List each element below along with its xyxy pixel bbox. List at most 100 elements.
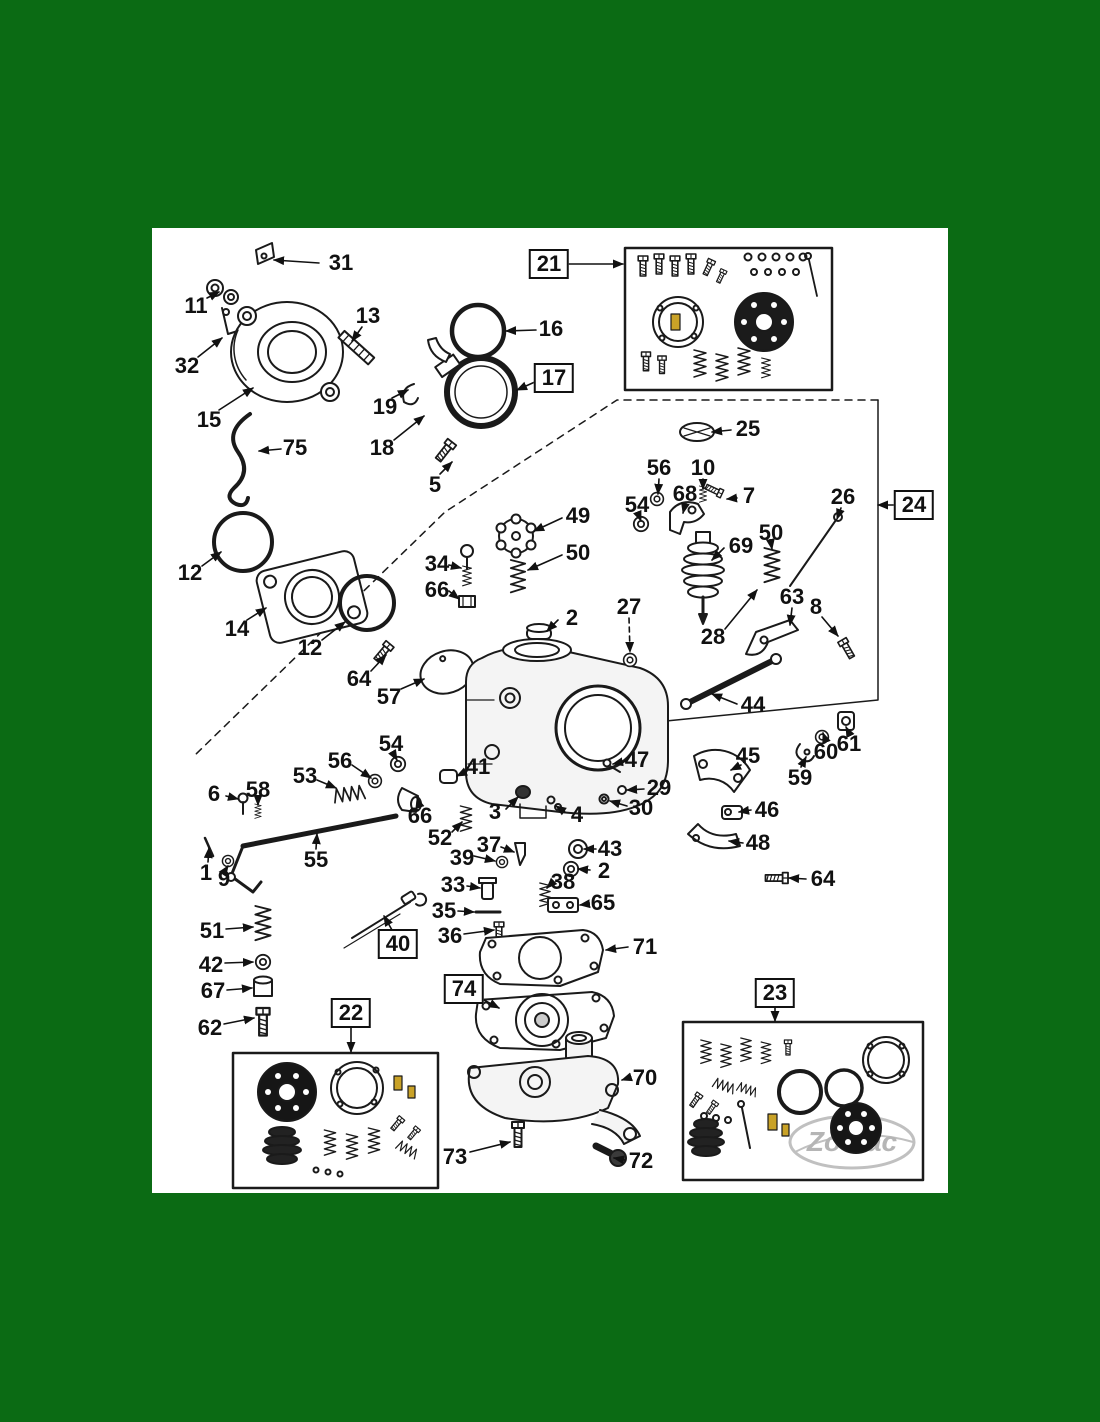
leader-line-25	[710, 426, 732, 436]
kit-22-box	[231, 1051, 440, 1190]
callout-19: 19	[372, 394, 398, 419]
part-26-needle	[789, 512, 843, 587]
callout-17-kit: 17	[533, 363, 575, 393]
leader-line-32	[197, 337, 223, 358]
callout-34: 34	[424, 551, 450, 576]
leader-line-59	[797, 755, 807, 769]
part-67-cylinder	[253, 975, 273, 997]
part-30-ring	[598, 793, 610, 805]
part-48-bracket	[687, 823, 741, 850]
callout-53: 53	[292, 763, 318, 788]
leader-line-60	[822, 731, 831, 745]
leader-line-71	[604, 944, 629, 954]
callout-36: 36	[437, 923, 463, 948]
leader-line-47	[611, 757, 627, 767]
callout-62: 62	[197, 1015, 223, 1040]
part-37-needle-valve	[514, 842, 526, 866]
callout-12: 12	[297, 635, 323, 660]
part-8-screw	[837, 636, 857, 661]
leader-line-65	[578, 899, 591, 909]
part-64-screw-right	[764, 871, 789, 885]
part-72-nipple	[592, 1142, 627, 1167]
callout-56: 56	[327, 748, 353, 773]
callout-70: 70	[632, 1065, 658, 1090]
callout-71: 71	[632, 934, 658, 959]
callout-12: 12	[177, 560, 203, 585]
part-62-screw	[255, 1006, 271, 1037]
leader-line-61	[845, 725, 855, 739]
part-69-boot	[681, 531, 725, 625]
leader-line-72	[612, 1155, 626, 1165]
part-56-washer-top	[649, 491, 665, 507]
callout-66: 66	[407, 803, 433, 828]
leader-line-14	[246, 607, 267, 621]
part-29-ball	[617, 785, 627, 795]
leader-line-9	[218, 865, 229, 877]
callout-40-kit: 40	[377, 929, 419, 959]
callout-47: 47	[624, 747, 650, 772]
leader-line-2	[576, 865, 591, 875]
leader-line-62	[223, 1015, 256, 1025]
part-73-screw	[511, 1121, 525, 1148]
callout-75: 75	[282, 435, 308, 460]
part-25-filter	[679, 422, 715, 442]
callout-16: 16	[538, 316, 564, 341]
leader-line-64	[370, 654, 387, 672]
callout-21-kit: 21	[528, 249, 570, 279]
part-42-washer	[254, 953, 272, 971]
part-3-plug	[515, 785, 531, 799]
callout-18: 18	[369, 435, 395, 460]
callout-65: 65	[590, 890, 616, 915]
callout-23-kit: 23	[754, 978, 796, 1008]
leader-line-41	[455, 767, 469, 777]
callout-14: 14	[224, 616, 250, 641]
leader-lines	[197, 256, 896, 1165]
leader-line-12	[321, 621, 346, 641]
callout-8: 8	[809, 594, 823, 619]
part-53-spring	[332, 784, 367, 804]
part-33-jet	[478, 877, 497, 900]
callout-41: 41	[465, 754, 491, 779]
callout-2: 2	[565, 605, 579, 630]
leader-line-55	[311, 832, 321, 850]
leader-line-33	[466, 882, 482, 891]
callout-9: 9	[217, 866, 231, 891]
part-61-cylinder	[837, 711, 855, 731]
callout-49: 49	[565, 503, 591, 528]
part-45-cover	[693, 748, 751, 793]
leader-line-51	[225, 923, 255, 933]
callout-51: 51	[199, 918, 225, 943]
kit-22-contents	[257, 1061, 422, 1178]
callout-48: 48	[745, 830, 771, 855]
leader-line-36	[463, 926, 496, 936]
callout-32: 32	[174, 353, 200, 378]
part-12-oring-left	[212, 511, 274, 573]
callout-54: 54	[624, 492, 650, 517]
kit-24-bracket-line	[654, 399, 879, 726]
leader-line-56	[351, 764, 372, 779]
leader-line-26	[836, 507, 845, 521]
part-12-oring-right	[338, 574, 396, 632]
leader-line-28	[724, 589, 758, 630]
callout-67: 67	[200, 978, 226, 1003]
leader-line-68	[681, 502, 690, 515]
part-5-screw	[432, 437, 458, 464]
callout-6: 6	[207, 781, 221, 806]
part-34-screw-spring	[460, 544, 474, 587]
part-52-spring	[459, 805, 473, 832]
callout-26: 26	[830, 484, 856, 509]
callout-43: 43	[597, 836, 623, 861]
part-70-float-bowl	[467, 1031, 641, 1145]
part-17-clamp	[427, 337, 518, 429]
callout-58: 58	[245, 777, 271, 802]
callout-11: 11	[184, 293, 208, 318]
callout-50: 50	[565, 540, 591, 565]
leader-line-50	[765, 538, 775, 551]
callout-35: 35	[431, 898, 457, 923]
callout-33: 33	[440, 872, 466, 897]
callout-2: 2	[597, 858, 611, 883]
callout-72: 72	[628, 1148, 654, 1173]
callout-59: 59	[787, 765, 813, 790]
